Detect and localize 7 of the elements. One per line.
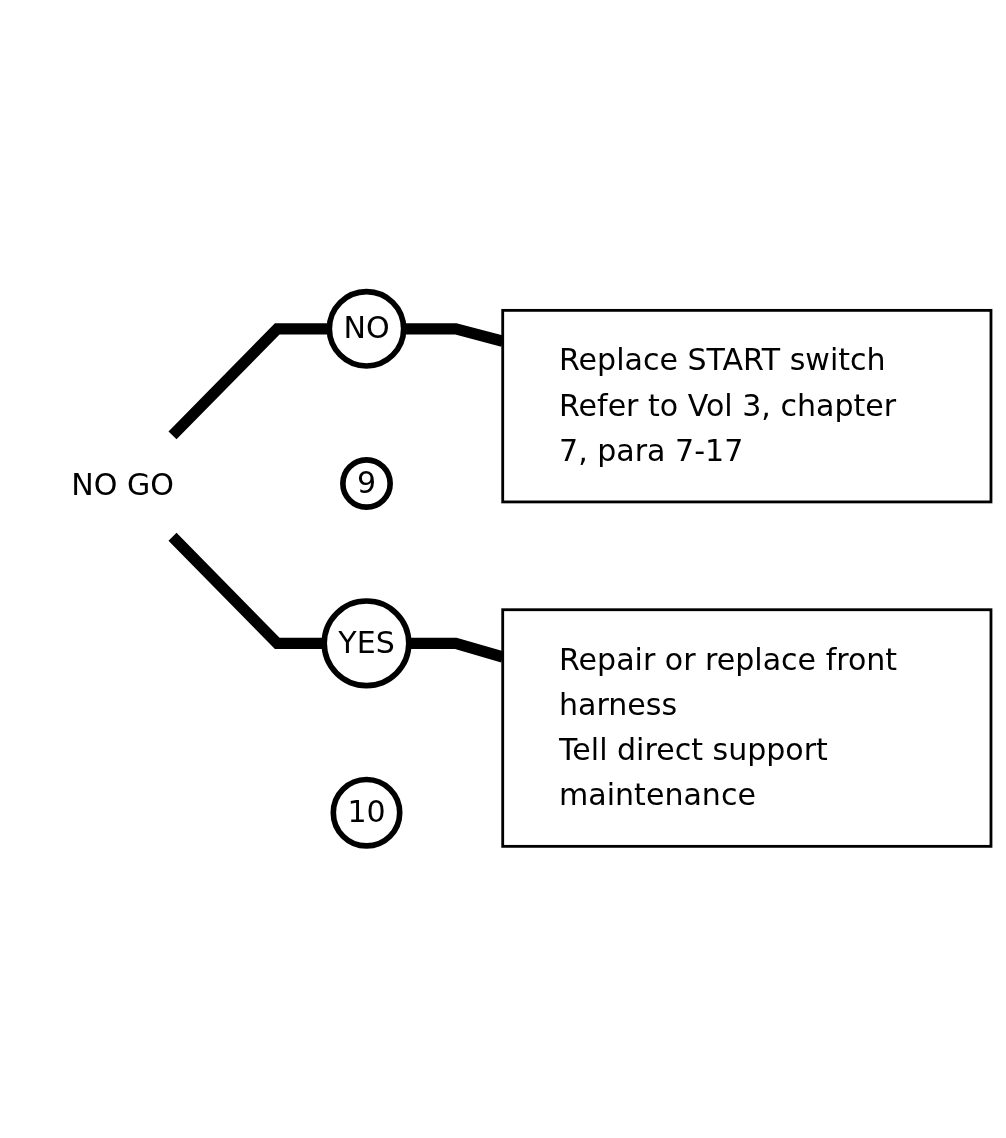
node-circle: YES <box>321 598 412 689</box>
node-box: Repair or replace front harness Tell direct support maintenance <box>501 608 993 848</box>
node-circle: NO <box>326 288 407 369</box>
node-text: NO GO <box>71 467 174 503</box>
node-circle: 9 <box>340 457 393 510</box>
node-box: Replace START switch Refer to Vol 3, chapter 7, para 7-17 <box>501 308 993 504</box>
node-circle: 10 <box>330 776 403 849</box>
